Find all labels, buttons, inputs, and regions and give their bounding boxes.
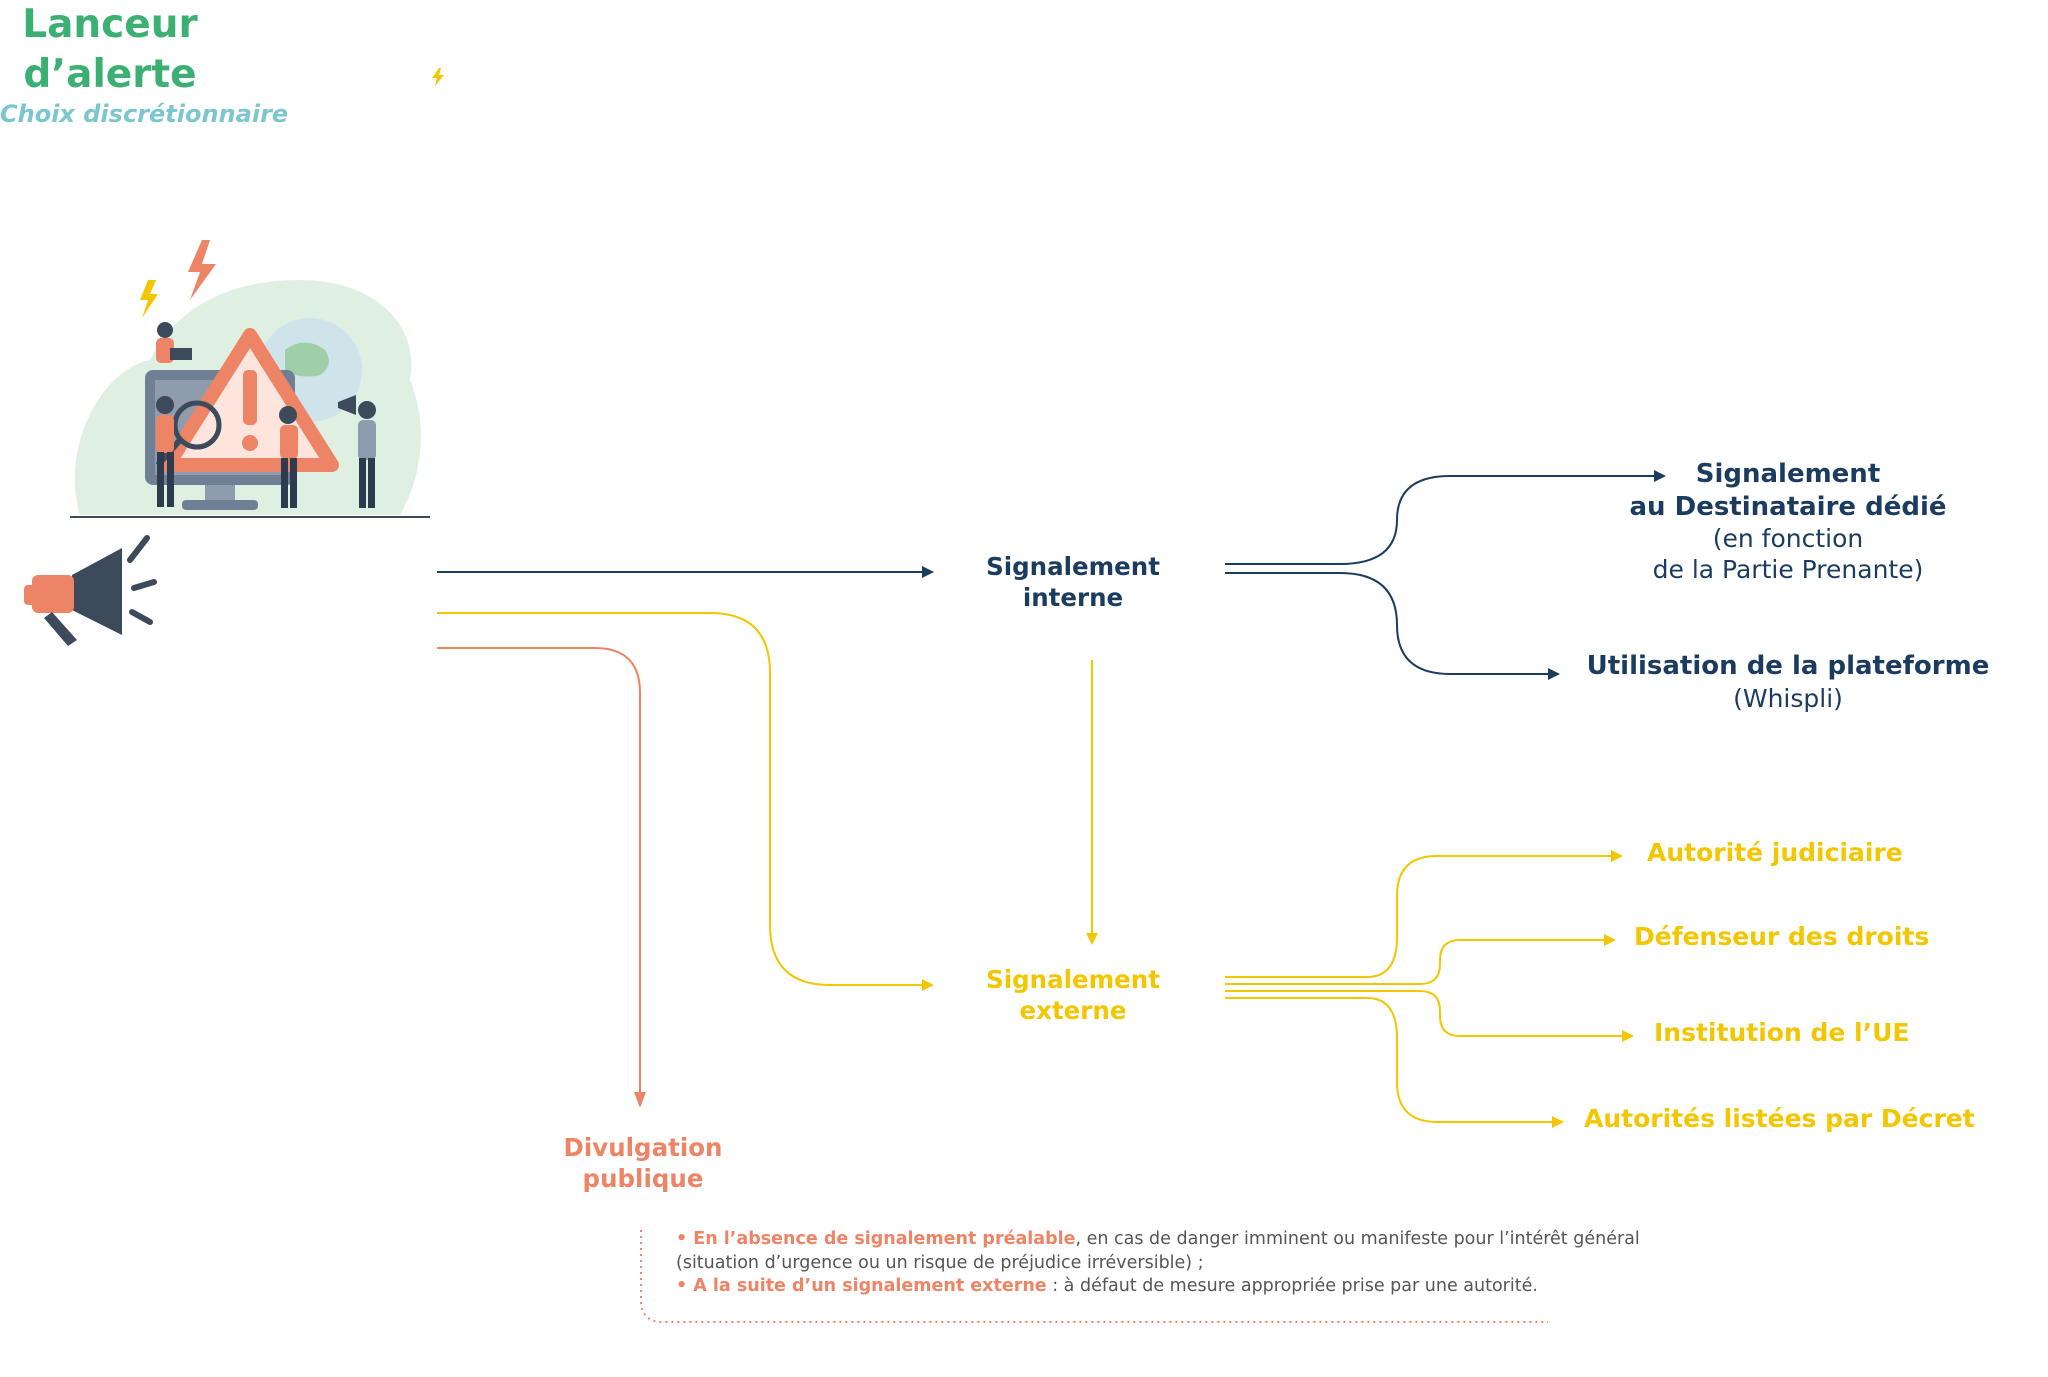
edge-external-judiciaire [1225,850,1623,978]
edge-label-choix: Choix discrétionnaire [0,99,289,128]
edge-source-external [437,612,934,991]
target-dedicated-line2: au Destinataire dédié [1629,491,1947,522]
condition-1-highlight: En l’absence de signalement préalable [693,1229,1076,1249]
public-conditions-note: • En l’absence de signalement préalable,… [676,1228,1676,1299]
target-platform-line1: Utilisation de la plateforme [1586,651,1990,681]
condition-2-highlight: A la suite d’un signalement externe [693,1276,1047,1297]
target-institution-ue: Institution de l’UE [1654,1018,1910,1047]
edge-internal-dedicated [1225,470,1666,565]
node-public-line1: Divulgation [563,1133,723,1162]
node-external-line1: Signalement [986,965,1160,994]
node-divulgation-publique: Divulgation publique [528,1133,758,1194]
source-label-line1: Lanceur [22,2,198,47]
source-node-label: Lanceur d’alerte [0,0,220,100]
edge-internal-platform [1225,572,1560,680]
alert-illustration-icon [70,240,430,518]
condition-1-text: , en cas de danger imminent ou manifeste… [1075,1229,1640,1249]
target-dedicated-line3: (en fonction [1712,524,1864,553]
source-label-line2: d’alerte [23,51,197,97]
node-internal-line1: Signalement [986,552,1160,581]
target-autorites-decret: Autorités listées par Décret [1584,1104,1975,1133]
target-destinataire-dedie: Signalement au Destinataire dédié (en fo… [1588,458,1988,586]
target-dedicated-line4: de la Partie Prenante) [1652,555,1924,585]
node-external-line2: externe [1019,995,1127,1025]
node-signalement-externe: Signalement externe [958,965,1188,1026]
condition-2-text: : à défaut de mesure appropriée prise pa… [1046,1276,1538,1297]
node-signalement-interne: Signalement interne [958,552,1188,613]
target-plateforme: Utilisation de la plateforme (Whispli) [1568,650,2008,714]
edge-source-public [437,647,646,1108]
edge-external-ue [1225,990,1634,1042]
edge-external-defenseur [1225,934,1616,985]
condition-1: • En l’absence de signalement préalable,… [676,1229,1640,1249]
lightning-icon [432,68,444,86]
target-platform-line2: (Whispli) [1733,683,1843,713]
condition-2: • A la suite d’un signalement externe : … [676,1276,1538,1297]
target-defenseur-des-droits: Défenseur des droits [1634,922,1930,951]
node-internal-line2: interne [1022,582,1124,612]
edge-external-decret [1225,997,1564,1128]
target-dedicated-line1: Signalement [1695,459,1881,489]
node-public-line2: publique [582,1163,704,1193]
target-autorite-judiciaire: Autorité judiciaire [1647,838,1903,867]
megaphone-icon [24,535,157,646]
condition-1-continued: (situation d’urgence ou un risque de pré… [676,1252,1204,1273]
